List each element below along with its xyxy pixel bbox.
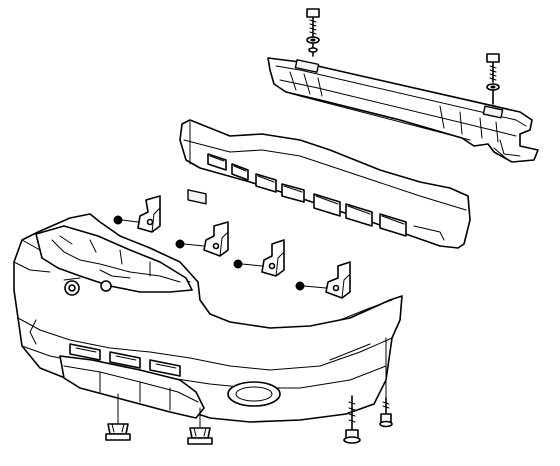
fascia-mounting-bracket-1 [137,195,161,233]
push-pin-retainer-2 [187,407,213,445]
fascia-mounting-bracket-4 [325,261,351,299]
bracket-nut-3 [233,259,263,269]
push-pin-retainer-1 [105,393,131,441]
bracket-nut-1 [113,215,139,225]
bracket-nut-2 [175,239,205,249]
impact-bar-reinforcement [267,57,539,163]
fascia-mounting-bracket-2 [203,221,229,257]
energy-absorber [179,119,471,249]
lower-air-deflector [59,355,205,419]
impact-bar-bolt-left [306,8,320,57]
fascia-lower-bolt-1 [343,395,361,444]
fascia-mounting-bracket-3 [261,239,285,277]
impact-bar-bolt-right [486,53,500,105]
fascia-lower-bolt-2 [379,337,393,428]
bracket-nut-4 [295,281,327,291]
